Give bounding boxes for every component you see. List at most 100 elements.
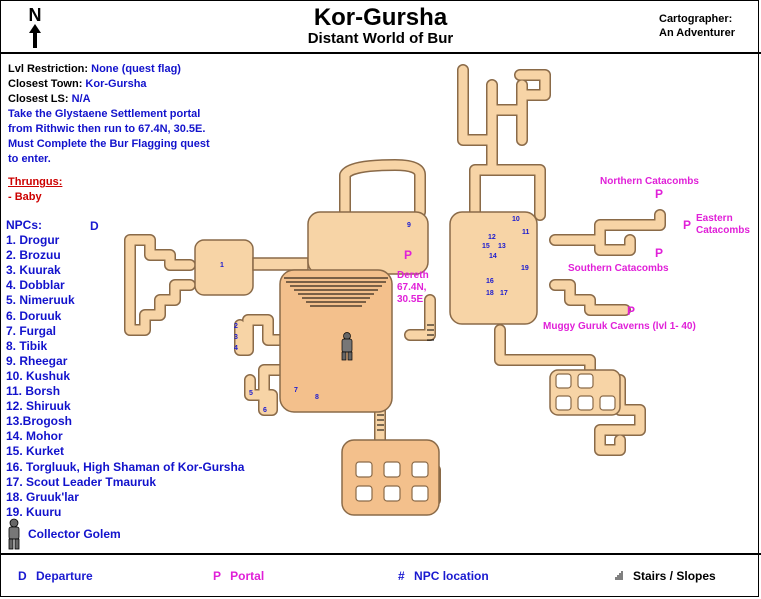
legend-portal: P Portal — [213, 569, 264, 583]
npc-marker[interactable]: 3 — [234, 334, 238, 341]
info-block: Lvl Restriction: None (quest flag) Close… — [8, 62, 248, 167]
npc-item: 7. Furgal — [6, 323, 57, 338]
npc-marker[interactable]: 12 — [488, 234, 496, 241]
stairs — [284, 277, 434, 431]
dereth-label: Dereth 67.4N, 30.5E — [397, 270, 429, 306]
npc-heading: NPCs: — [6, 218, 43, 232]
npc-item: 15. Kurket — [6, 444, 65, 459]
muggy-caverns-label: Muggy Guruk Caverns (lvl 1- 40) — [543, 321, 696, 332]
npc-item: 11. Borsh — [6, 384, 61, 399]
npc-item: 5. Nimeruuk — [6, 293, 75, 308]
golem-label: Collector Golem — [28, 527, 121, 541]
directions-line: to enter. — [8, 153, 51, 165]
eastern-catacombs-label: Eastern Catacombs — [696, 213, 750, 237]
thrungus-block: Thrungus: - Baby — [8, 175, 62, 205]
npc-item: 3. Kuurak — [6, 263, 61, 278]
npc-marker[interactable]: 7 — [294, 387, 298, 394]
north-arrow-icon — [29, 24, 41, 48]
npc-list: NPCs: 1. Drogur 2. Brozuu 3. Kuurak 4. D… — [6, 218, 244, 520]
npc-marker[interactable]: 4 — [234, 345, 238, 352]
cartographer-label: Cartographer: — [659, 13, 733, 25]
thrungus-item: - Baby — [8, 191, 42, 203]
legend-d-text: Departure — [36, 569, 93, 583]
npc-item: 1. Drogur — [6, 233, 60, 248]
directions-line: Must Complete the Bur Flagging quest — [8, 138, 210, 150]
npc-marker[interactable]: 15 — [482, 243, 490, 250]
npc-item: 18. Gruuk'lar — [6, 489, 79, 504]
npc-marker[interactable]: 11 — [522, 229, 530, 236]
legend-departure: D Departure — [18, 569, 93, 583]
npc-item: 19. Kuuru — [6, 504, 62, 519]
portal-muggy-marker[interactable]: P — [627, 304, 636, 318]
pillars — [355, 373, 616, 502]
npc-item: 14. Mohor — [6, 429, 63, 444]
legend-npc: # NPC location — [398, 569, 489, 583]
npc-marker[interactable]: 17 — [500, 290, 508, 297]
npc-item: 13.Brogosh — [6, 414, 73, 429]
legend-stairs-icon — [615, 571, 623, 580]
npc-marker[interactable]: 9 — [407, 222, 411, 229]
npc-item: 16. Torgluuk, High Shaman of Kor-Gursha — [6, 459, 245, 474]
npc-marker[interactable]: 14 — [489, 253, 497, 260]
lvl-label: Lvl Restriction: — [8, 63, 89, 75]
cartographer-name: An Adventurer — [659, 27, 735, 39]
npc-marker[interactable]: 1 — [220, 262, 224, 269]
npc-item: 2. Brozuu — [6, 248, 61, 263]
portal-southern-marker[interactable]: P — [655, 246, 664, 260]
directions-line: Take the Glystaene Settlement portal — [8, 108, 201, 120]
dereth-label-line: Dereth — [397, 270, 429, 281]
dereth-label-line: 30.5E — [397, 294, 424, 305]
npc-marker[interactable]: 13 — [498, 243, 506, 250]
portal-northern-marker[interactable]: P — [655, 187, 664, 201]
eastern-label-line: Eastern — [696, 213, 733, 224]
npc-marker[interactable]: 10 — [512, 216, 520, 223]
npc-item: 8. Tibik — [6, 338, 48, 353]
map-subtitle: Distant World of Bur — [307, 30, 454, 47]
legend-d-symbol: D — [18, 569, 27, 583]
legend-n-symbol: # — [398, 569, 405, 583]
npc-item: 12. Shiruuk — [6, 399, 71, 414]
portal-eastern-marker[interactable]: P — [683, 218, 692, 232]
room-west-corridor — [252, 257, 309, 271]
town-label: Closest Town: — [8, 78, 83, 90]
portal-dereth-marker[interactable]: P — [404, 248, 413, 262]
ls-value: N/A — [71, 93, 91, 105]
room-main-hall — [279, 269, 393, 413]
npc-item: 9. Rheegar — [6, 353, 68, 368]
room-east-chamber — [449, 211, 538, 325]
golem-map-icon — [341, 332, 353, 361]
npc-marker[interactable]: 6 — [263, 407, 267, 414]
npc-item: 10. Kushuk — [6, 368, 71, 383]
eastern-label-line: Catacombs — [696, 225, 750, 236]
departure-marker: D — [90, 219, 99, 233]
southern-catacombs-label: Southern Catacombs — [568, 263, 669, 274]
npc-marker[interactable]: 2 — [234, 323, 238, 330]
legend-s-text: Stairs / Slopes — [633, 569, 716, 583]
golem-row: Collector Golem — [6, 518, 121, 550]
dereth-label-line: 67.4N, — [397, 282, 427, 293]
thrungus-heading: Thrungus: — [8, 176, 63, 188]
npc-marker[interactable]: 8 — [315, 394, 319, 401]
npc-item: 6. Doruuk — [6, 308, 62, 323]
lvl-value: None (quest flag) — [91, 63, 181, 75]
room-west — [194, 239, 254, 296]
legend-stairs: Stairs / Slopes — [633, 569, 716, 583]
header-divider — [0, 52, 761, 54]
legend-n-text: NPC location — [414, 569, 489, 583]
town-value: Kor-Gursha — [85, 78, 147, 90]
golem-icon — [8, 518, 20, 550]
north-arrow: N — [20, 6, 50, 55]
ls-label: Closest LS: — [8, 93, 69, 105]
npc-marker[interactable]: 19 — [521, 265, 529, 272]
npc-marker[interactable]: 16 — [486, 278, 494, 285]
north-label: N — [28, 5, 42, 25]
npc-item: 17. Scout Leader Tmauruk — [6, 474, 157, 489]
legend-p-text: Portal — [230, 569, 265, 583]
map-title: Kor-Gursha — [313, 4, 448, 31]
npc-marker[interactable]: 5 — [249, 390, 253, 397]
legend-divider — [0, 553, 761, 555]
npc-marker[interactable]: 18 — [486, 290, 494, 297]
rooms — [194, 211, 621, 516]
